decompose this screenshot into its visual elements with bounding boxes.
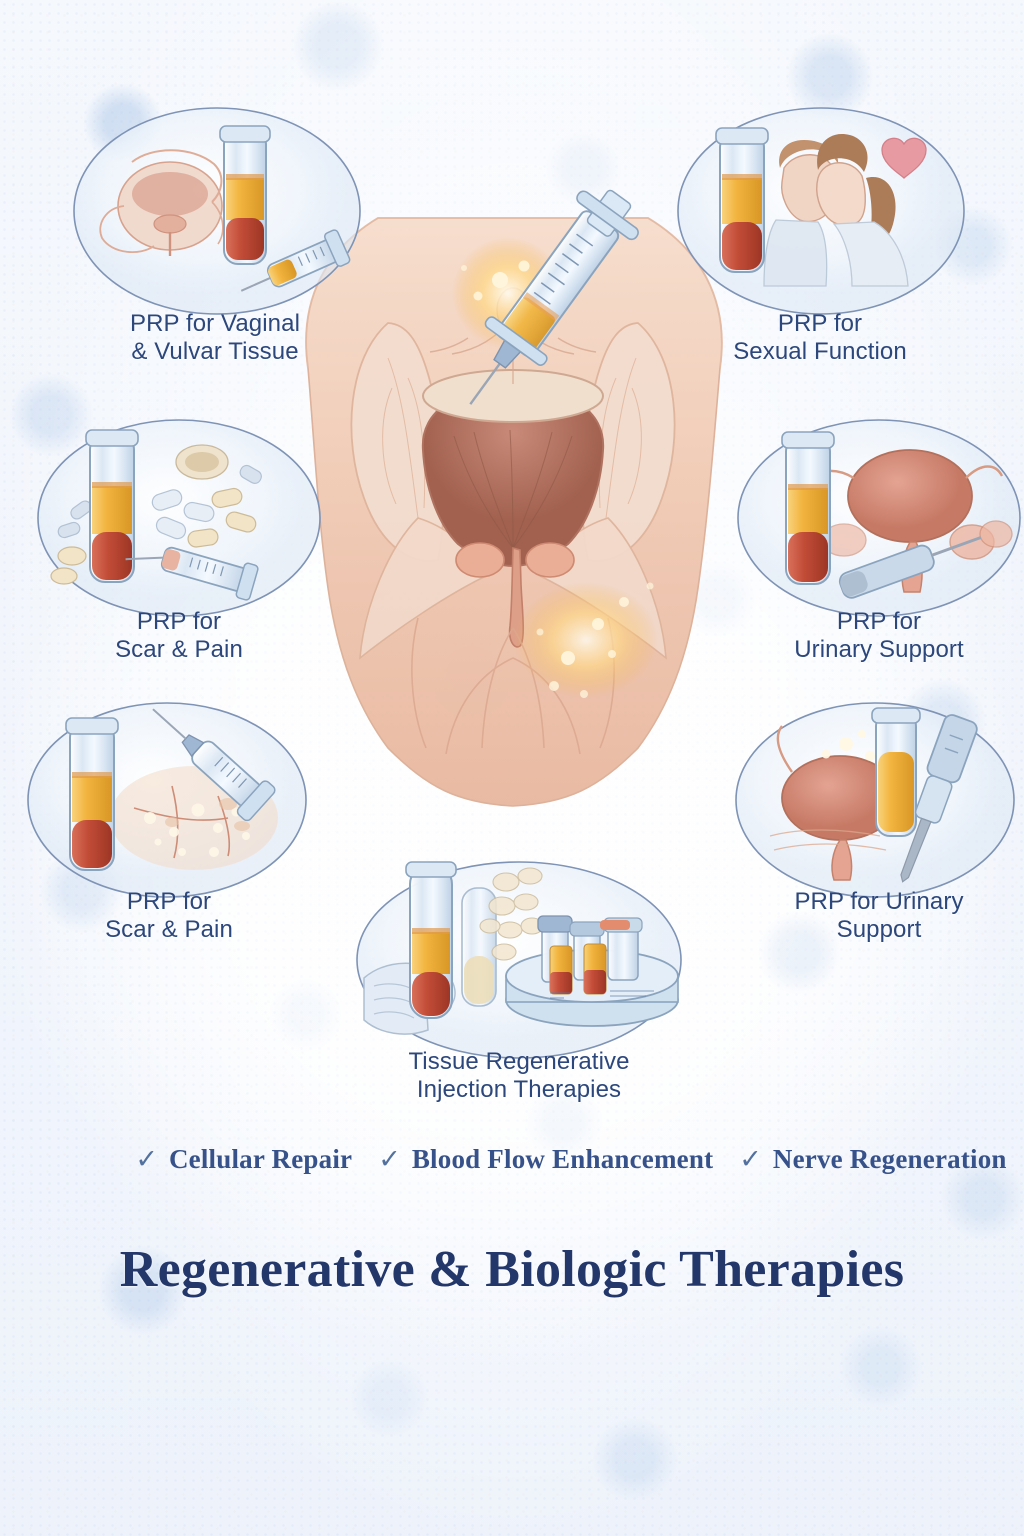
check-icon: ✓ — [378, 1144, 401, 1174]
heart-icon — [881, 137, 927, 179]
benefit-nerve-regeneration: ✓ Nerve Regeneration — [739, 1144, 1006, 1175]
page-title: Regenerative & Biologic Therapies — [119, 1241, 905, 1298]
centrifuge-tray — [505, 915, 679, 1027]
benefit-label: Blood Flow Enhancement — [411, 1144, 714, 1174]
label-prp-scar-pain-lower: PRP for Scar & Pain — [105, 888, 233, 944]
circle-tissue-regenerative-injection[interactable] — [354, 860, 684, 1060]
check-icon: ✓ — [135, 1144, 158, 1174]
label-prp-sexual-function: PRP for Sexual Function — [733, 310, 907, 366]
label-prp-scar-pain-upper: PRP for Scar & Pain — [115, 608, 243, 664]
circle-prp-sexual-function[interactable] — [676, 106, 966, 316]
syringe — [240, 229, 351, 292]
prp-tube — [85, 429, 139, 583]
injection-device — [838, 536, 982, 599]
tray-label-scribble — [550, 990, 654, 999]
benefit-label: Cellular Repair — [168, 1144, 353, 1174]
circle-prp-scar-pain-lower[interactable] — [22, 700, 312, 900]
prp-tube-secondary — [461, 887, 497, 1007]
circle-prp-urinary-support-upper[interactable] — [734, 418, 1024, 618]
benefits-row: ✓ Cellular Repair ✓ Blood Flow Enhanceme… — [0, 1144, 1024, 1175]
prp-tube — [715, 127, 769, 273]
prp-tube-held — [405, 861, 457, 1019]
circle-prp-urinary-support-lower[interactable] — [730, 700, 1020, 900]
prp-tube — [219, 125, 271, 265]
central-illustration — [268, 188, 758, 808]
circle-prp-scar-pain-upper[interactable] — [34, 418, 324, 618]
circle-prp-vaginal-vulvar[interactable] — [72, 106, 362, 316]
syringe — [125, 546, 259, 601]
syringe — [152, 708, 276, 822]
label-prp-urinary-support-lower: PRP for Urinary Support — [794, 888, 964, 944]
injection-device — [900, 714, 978, 883]
label-prp-urinary-support-upper: PRP for Urinary Support — [794, 608, 964, 664]
benefit-cellular-repair: ✓ Cellular Repair — [135, 1144, 352, 1175]
check-icon: ✓ — [739, 1144, 762, 1174]
sparkle-cluster-lower — [536, 582, 654, 698]
central-syringe-icon — [452, 138, 672, 418]
prp-tube — [871, 707, 921, 837]
prp-tube — [65, 717, 119, 871]
prp-tube — [781, 431, 835, 585]
benefit-blood-flow-enhancement: ✓ Blood Flow Enhancement — [378, 1144, 713, 1175]
label-tissue-regenerative-injection: Tissue Regenerative Injection Therapies — [408, 1048, 630, 1104]
benefit-label: Nerve Regeneration — [772, 1144, 1007, 1174]
bladder-anatomy — [769, 725, 906, 881]
pills-group — [50, 444, 262, 585]
label-prp-vaginal-vulvar: PRP for Vaginal & Vulvar Tissue — [129, 310, 301, 366]
